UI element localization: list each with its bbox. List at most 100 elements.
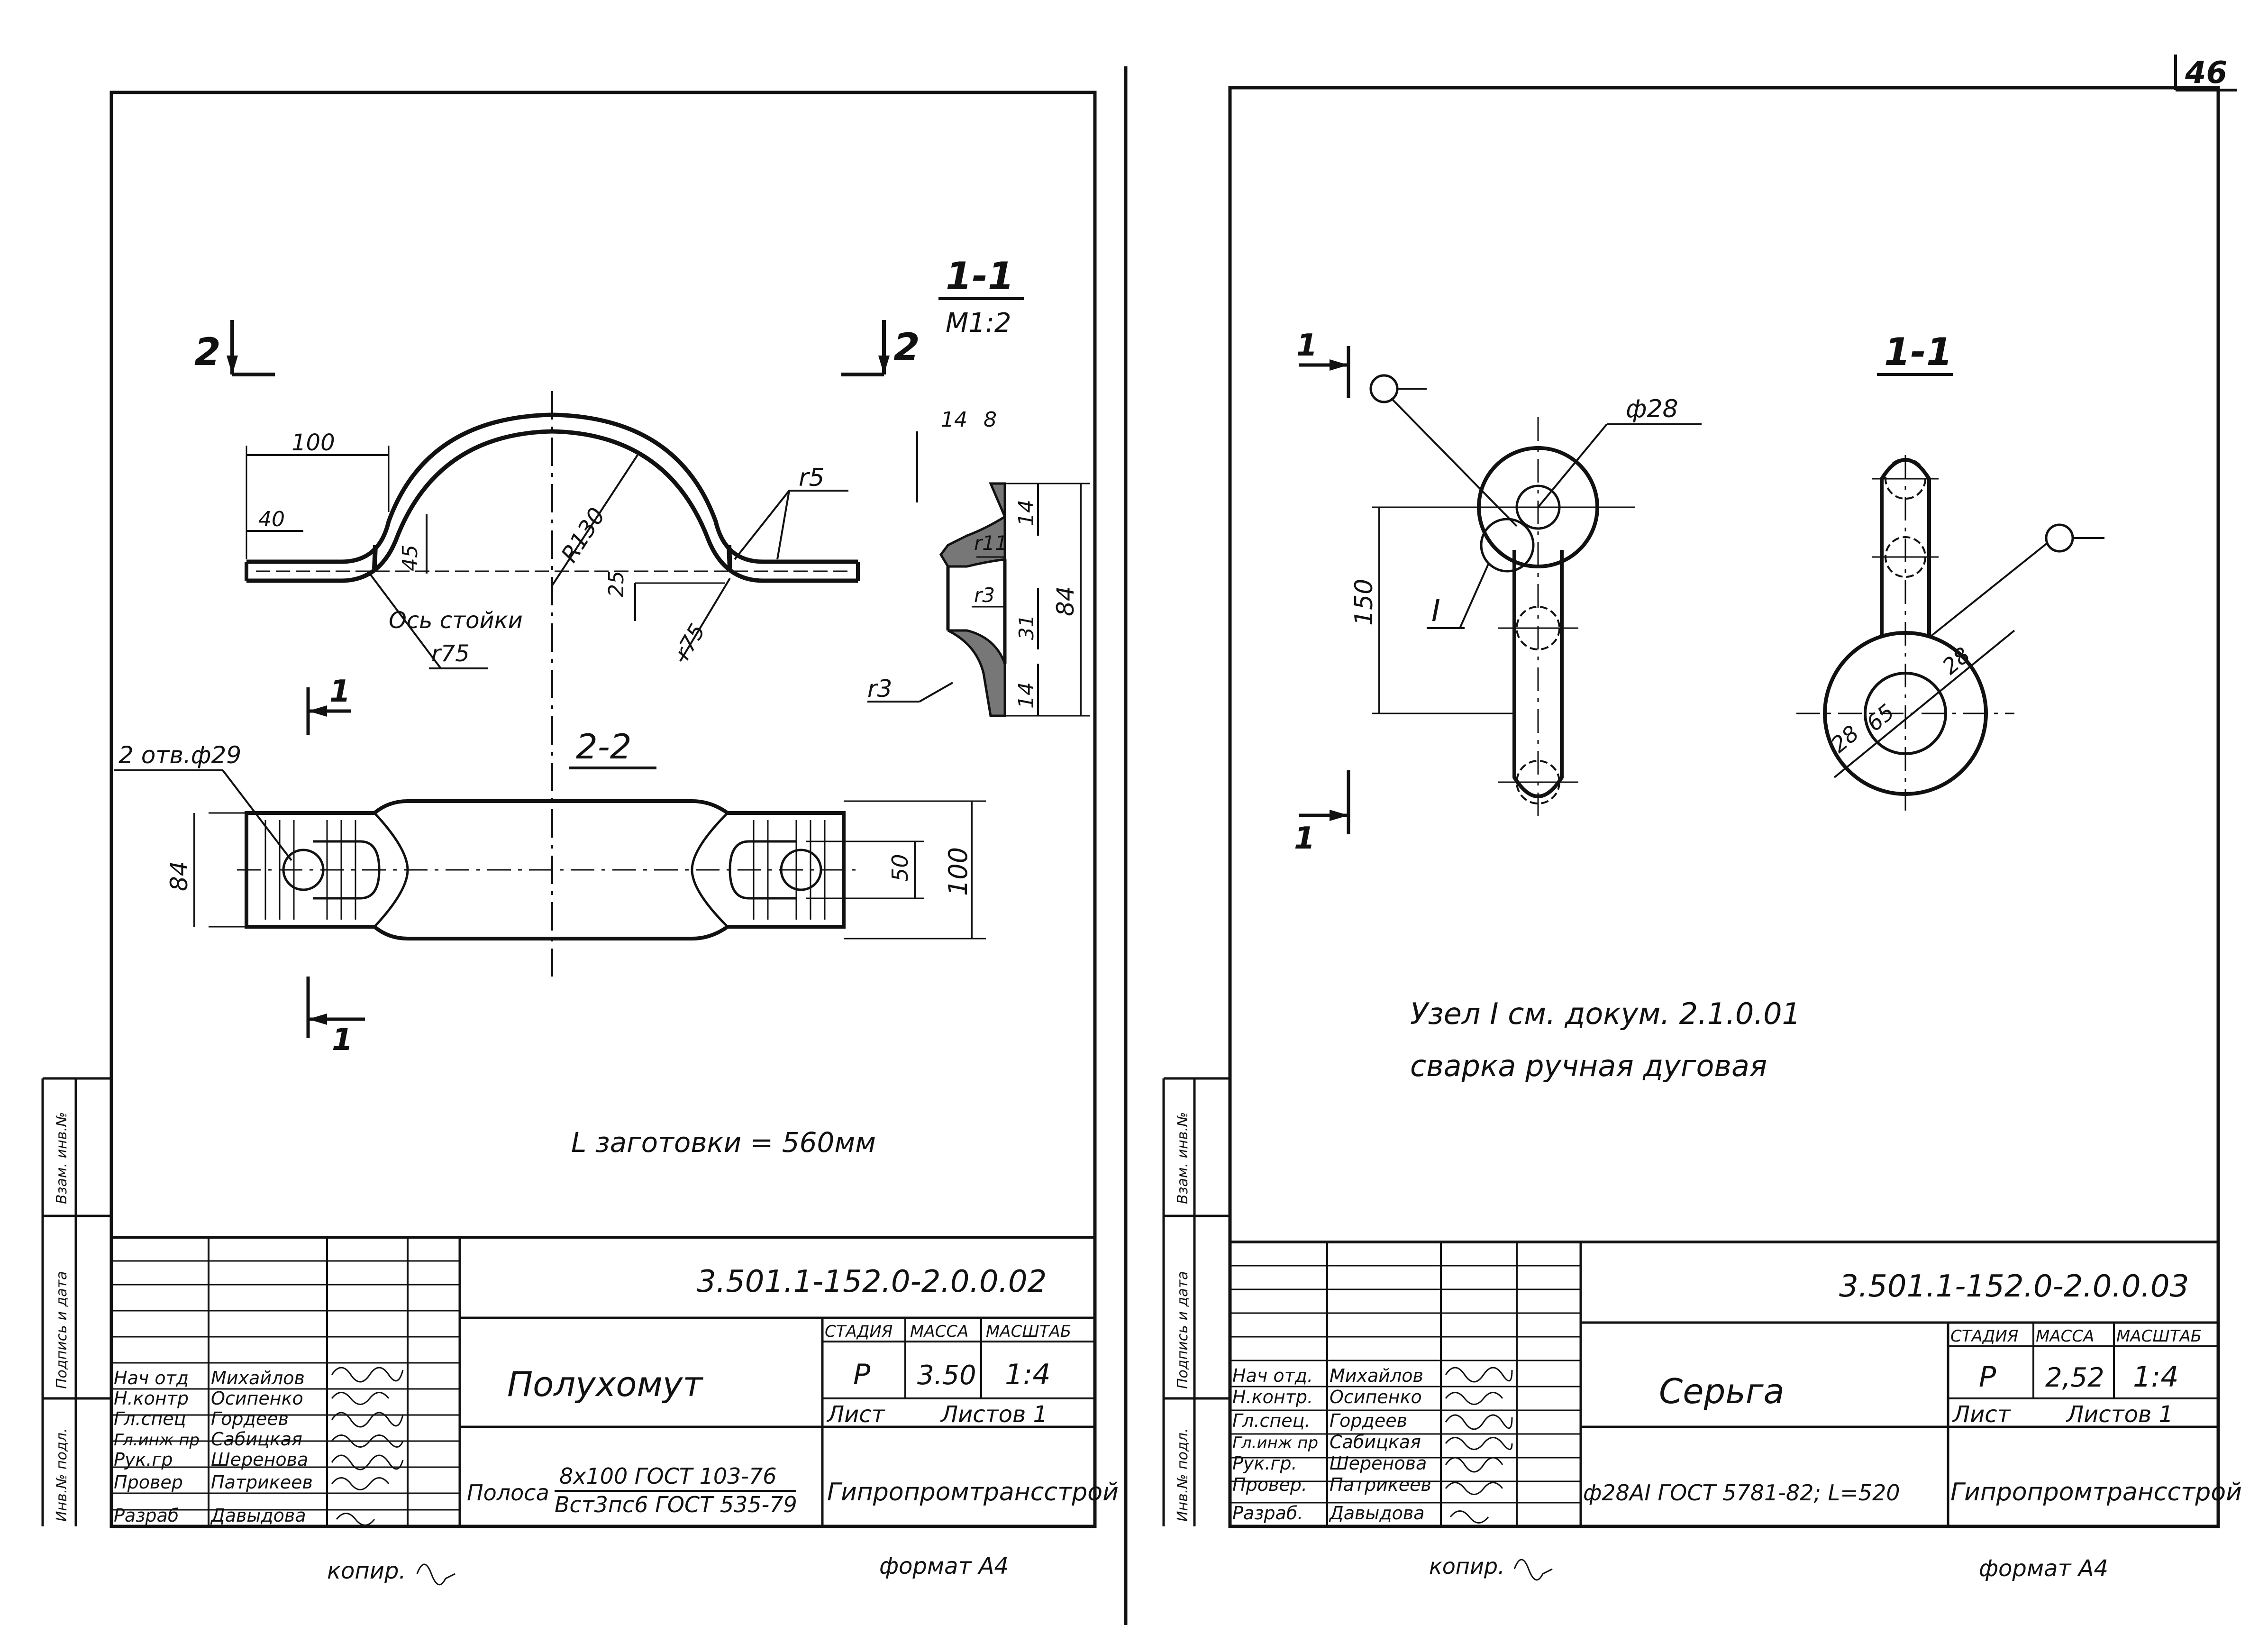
left-sheet: Взам. инв.№ Подпись и дата Инв.№ подл. 1…	[41, 91, 1119, 1586]
org-right: Гипропромтрансстрой	[1950, 1478, 2242, 1506]
right-side-strip: Взам. инв.№ Подпись и дата Инв.№ подл.	[1162, 1077, 1230, 1526]
cut-mark-2-left: 2	[194, 330, 221, 374]
role-5-left: Провер	[114, 1472, 183, 1493]
role-4-right: Рук.гр.	[1232, 1453, 1297, 1474]
mass-left: 3.50	[917, 1360, 976, 1391]
left-title-block: 3.501.1-152.0-2.0.0.02 Полухомут СТАДИЯ …	[111, 1236, 1119, 1586]
earring-side-view: ф28 150 I	[1350, 374, 1702, 820]
signatures-left	[331, 1367, 404, 1526]
role-6-left: Разраб	[114, 1505, 179, 1526]
stage-right: Р	[1979, 1360, 1996, 1394]
holes-label: 2 отв.ф29	[118, 741, 241, 769]
material-prefix-left: Полоса	[467, 1480, 549, 1506]
earring-section-view: 28 65 28	[1796, 455, 2104, 811]
title-right: Серьга	[1659, 1371, 1785, 1411]
dim-r130: R130	[556, 503, 610, 567]
dim-14-width: 14	[941, 408, 967, 432]
cut-mark-1-bottom: 1	[332, 1022, 353, 1058]
name-3-right: Сабицкая	[1330, 1432, 1421, 1452]
format-right: формат А4	[1979, 1555, 2108, 1582]
axis-label: Ось стойки	[389, 607, 523, 634]
side-label-inv-right: Инв.№ подл.	[1175, 1428, 1191, 1522]
cut-marks-1-right: 1 1	[1294, 328, 1350, 856]
dim-r3-upper: r3	[974, 584, 995, 607]
org-left: Гипропромтрансстрой	[827, 1478, 1119, 1506]
dim-r75-right: r75	[670, 619, 710, 664]
cut-marks-2: 2 2	[194, 320, 920, 376]
view-label-2-2: 2-2	[576, 727, 632, 767]
plan-view-2-2: 84 100 50 2 отв.ф29	[114, 741, 986, 940]
dim-r11: r11	[974, 531, 1008, 555]
dim-28-inner: 28	[1937, 642, 1975, 679]
dim-31: 31	[1015, 615, 1038, 640]
dim-25: 25	[604, 571, 628, 597]
scale-left: 1:4	[1005, 1358, 1051, 1391]
blank-length: L заготовки = 560мм	[571, 1126, 876, 1159]
role-0-left: Нач отд	[114, 1368, 189, 1388]
name-4-left: Шеренова	[211, 1449, 308, 1470]
scale-right: 1:4	[2133, 1360, 2179, 1394]
left-frame	[109, 91, 1097, 1528]
role-4-left: Рук.гр	[114, 1449, 173, 1470]
dim-84-section: 84	[1052, 586, 1079, 616]
left-side-strip: Взам. инв.№ Подпись и дата Инв.№ подл.	[41, 1077, 111, 1526]
name-3-left: Сабицкая	[211, 1429, 302, 1450]
name-1-left: Осипенко	[211, 1388, 303, 1409]
node-label-I: I	[1431, 593, 1440, 629]
cut-mark-1-top: 1	[329, 674, 351, 709]
note-line-2: сварка ручная дуговая	[1410, 1049, 1767, 1083]
mass-header-right: МАССА	[2036, 1327, 2094, 1346]
mass-right: 2,52	[2045, 1362, 2104, 1393]
format-left: формат А4	[879, 1553, 1009, 1579]
dim-45: 45	[398, 545, 422, 571]
note-line-1: Узел I см. докум. 2.1.0.01	[1410, 996, 1801, 1031]
kopir-signature-left	[416, 1563, 455, 1586]
doc-code-right: 3.501.1-152.0-2.0.0.03	[1839, 1269, 2189, 1304]
cut-mark-2-right: 2	[893, 325, 920, 369]
dim-8-width: 8	[984, 408, 997, 432]
page-number: 46	[2185, 55, 2227, 91]
right-title-block: 3.501.1-152.0-2.0.0.03 Серьга СТАДИЯ МАС…	[1230, 1241, 2242, 1582]
dim-100-plan: 100	[943, 847, 973, 896]
name-5-left: Патрикеев	[211, 1472, 313, 1493]
dim-100: 100	[291, 429, 335, 456]
role-6-right: Разраб.	[1232, 1503, 1303, 1524]
role-5-right: Провер.	[1232, 1474, 1307, 1495]
dim-40: 40	[258, 507, 285, 531]
name-0-right: Михайлов	[1330, 1365, 1423, 1386]
role-2-right: Гл.спец.	[1232, 1410, 1311, 1431]
right-frame	[1228, 86, 2220, 1528]
cut-mark-1-right-top: 1	[1296, 328, 1318, 363]
stage-header-right: СТАДИЯ	[1950, 1327, 2018, 1346]
right-sheet: Взам. инв.№ Подпись и дата Инв.№ подл. 1…	[1162, 86, 2242, 1582]
material-top-left: 8х100 ГОСТ 103-76	[559, 1463, 777, 1489]
dim-50-plan: 50	[887, 854, 913, 882]
dim-84-plan: 84	[165, 861, 193, 891]
section-label-1-1-right: 1-1	[1884, 330, 1953, 374]
sheets-label-right: Листов 1	[2066, 1401, 2173, 1428]
scale-header-right: МАСШТАБ	[2116, 1327, 2202, 1346]
stage-left: Р	[853, 1358, 871, 1391]
doc-code-left: 3.501.1-152.0-2.0.0.02	[697, 1264, 1047, 1299]
name-2-right: Гордеев	[1330, 1410, 1407, 1431]
role-0-right: Нач отд.	[1232, 1365, 1313, 1386]
kopir-left: копир.	[327, 1558, 406, 1584]
name-0-left: Михайлов	[211, 1368, 305, 1388]
side-label-vzam-right: Взам. инв.№	[1175, 1112, 1191, 1204]
cut-marks-1: 1 1	[306, 674, 365, 1058]
role-2-left: Гл.спец	[114, 1408, 186, 1429]
sheet-label-left: Лист	[826, 1401, 886, 1428]
dim-14-top: 14	[1014, 500, 1038, 526]
material-right: ф28АI ГОСТ 5781-82; L=520	[1583, 1480, 1900, 1506]
section-scale: M1:2	[946, 308, 1011, 338]
dim-phi28: ф28	[1626, 395, 1678, 423]
kopir-right: копир.	[1429, 1553, 1505, 1579]
dim-150: 150	[1350, 579, 1378, 626]
dim-28-outer: 28	[1826, 720, 1864, 758]
mass-header-left: МАССА	[910, 1322, 968, 1341]
name-1-right: Осипенко	[1330, 1387, 1422, 1407]
dim-r5: r5	[799, 464, 824, 492]
section-label-1-1: 1-1	[946, 254, 1014, 298]
scale-header-left: МАСШТАБ	[986, 1322, 1071, 1341]
sheet-label-right: Лист	[1952, 1401, 2012, 1428]
